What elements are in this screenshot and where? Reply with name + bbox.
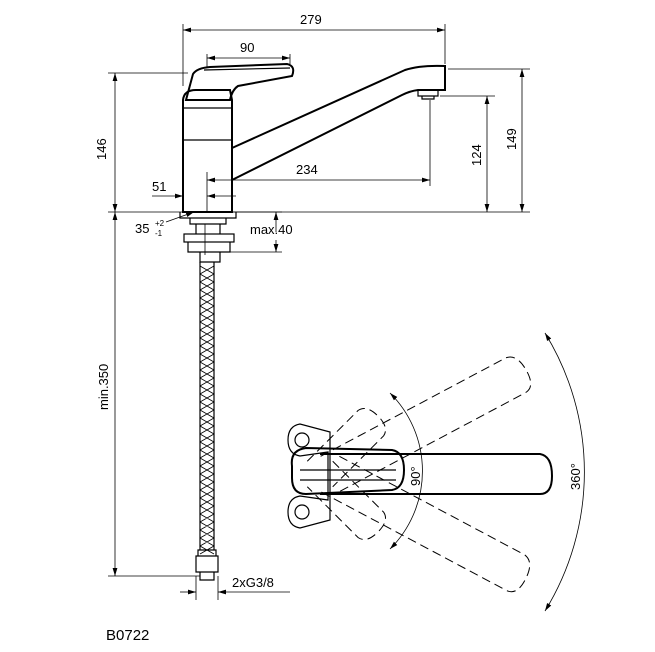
spout-top-view [320, 453, 554, 495]
plate-hole-top [294, 432, 310, 448]
arc-90 [389, 392, 423, 550]
mounting-plate [287, 423, 331, 529]
dim-body-offset: 51 [152, 179, 166, 194]
top-view: 90° 360° [287, 332, 585, 612]
spout-rotated-lower [320, 455, 531, 593]
handle-rotated-upper [306, 408, 386, 488]
dim-handle-length: 90 [240, 40, 254, 55]
arc-360 [544, 332, 585, 612]
mounting-nut [183, 233, 235, 243]
dim-outlet-height: 124 [469, 144, 484, 166]
body-band [183, 107, 232, 141]
dim-hole-tol-plus: +2 [155, 219, 165, 228]
hose-connector [195, 549, 219, 581]
spout-outlet [417, 90, 439, 100]
handle-edge [203, 67, 291, 71]
dim-spout-rotation: 360° [568, 463, 583, 490]
plate-hole-bottom [294, 504, 310, 520]
dim-total-height: 149 [504, 128, 519, 150]
product-code: B0722 [106, 627, 149, 644]
dimension-lines: 279 90 234 51 146 124 149 35 +2 -1 [94, 12, 530, 600]
dim-hose-length: min.350 [96, 364, 111, 410]
spout-rotated-upper [320, 356, 532, 493]
dim-hole-diameter: 35 [135, 221, 149, 236]
handle-top-view [290, 446, 406, 496]
dim-overall-reach: 279 [300, 12, 322, 27]
mounting-bracket [187, 224, 231, 263]
hose-braid [199, 265, 215, 555]
dim-handle-rotation: 90° [408, 466, 423, 486]
handle-rotated-lower [306, 460, 386, 540]
dim-connection: 2xG3/8 [232, 575, 274, 590]
side-view [108, 62, 530, 581]
spout [231, 64, 446, 181]
dim-overall-height: 146 [94, 138, 109, 160]
base-flange [179, 212, 237, 225]
dim-deck-thickness: max.40 [250, 222, 293, 237]
dim-spout-offset: 234 [296, 162, 318, 177]
lever-handle [184, 62, 295, 101]
dim-hole-tol-minus: -1 [155, 229, 163, 238]
